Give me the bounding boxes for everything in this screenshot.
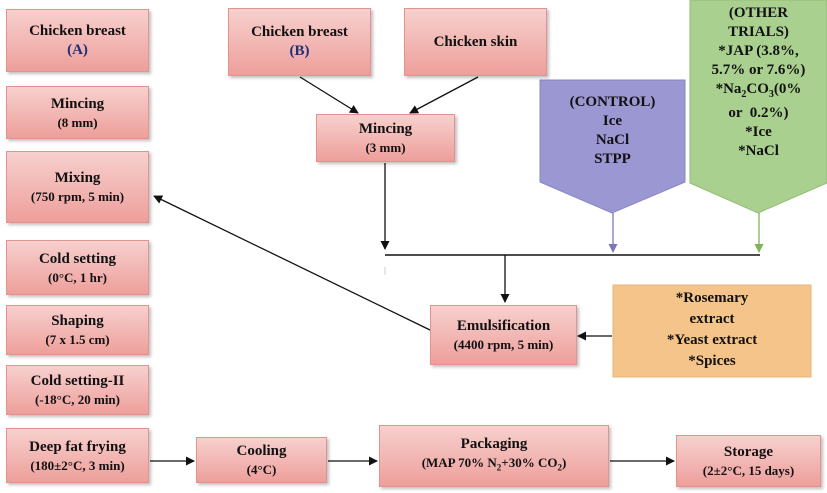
- arrow-skin-to-mincing: [409, 76, 479, 114]
- mixing-title: Mixing: [54, 170, 101, 186]
- cold-setting-2-detail: (-18°C, 20 min): [35, 392, 120, 407]
- cooling-title: Cooling: [236, 443, 287, 459]
- packaging-detail-post: ): [561, 455, 567, 471]
- storage-title: Storage: [723, 444, 774, 460]
- additives-box: [612, 284, 812, 378]
- na2co3-sub2: 3: [768, 89, 774, 100]
- na2co3-sub1: 2: [741, 89, 747, 100]
- control-title: (CONTROL): [569, 94, 656, 110]
- packaging-box: Packaging (MAP 70% N2+30% CO2): [379, 425, 609, 487]
- other-trials-nacl: *NaCl: [738, 143, 779, 159]
- other-trials-title-2: TRIALS): [728, 24, 789, 40]
- chicken-breast-b-box: Chicken breast (B): [228, 8, 371, 76]
- chicken-skin-box: Chicken skin: [404, 8, 547, 76]
- other-trials-jap-1: *JAP (3.8%,: [718, 43, 799, 59]
- chicken-breast-a-title: Chicken breast: [29, 22, 126, 39]
- cold-setting-box: Cold setting (0°C, 1 hr): [6, 240, 149, 295]
- storage-detail: (2±2°C, 15 days): [702, 463, 795, 478]
- chicken-breast-a-label: (A): [67, 41, 88, 58]
- arrow-breast-b-to-mincing: [299, 76, 359, 114]
- shaping-box: Shaping (7 x 1.5 cm): [6, 305, 149, 355]
- cold-setting-2-title: Cold setting-II: [30, 373, 125, 389]
- mincing-b-detail: (3 mm): [365, 140, 406, 155]
- mincing-a-box: Mincing (8 mm): [6, 86, 149, 139]
- emulsification-title: Emulsification: [456, 318, 551, 334]
- other-trials-arrow-shape: [689, 0, 827, 214]
- mincing-a-title: Mincing: [50, 95, 105, 112]
- emulsification-detail: (4400 rpm, 5 min): [453, 337, 554, 352]
- na2co3-mid: CO: [746, 81, 769, 97]
- additives-line-1: *Rosemary: [675, 290, 749, 306]
- chicken-breast-a-box: Chicken breast (A): [6, 9, 149, 72]
- mixing-detail: (750 rpm, 5 min): [30, 189, 125, 204]
- cold-setting-detail: (0°C, 1 hr): [48, 269, 107, 285]
- packaging-sub2: 2: [557, 462, 562, 473]
- storage-box: Storage (2±2°C, 15 days): [676, 435, 821, 487]
- shaping-title: Shaping: [51, 313, 104, 329]
- other-trials-title-1: (OTHER: [728, 5, 789, 21]
- emulsification-box: Emulsification (4400 rpm, 5 min): [430, 305, 577, 365]
- packaging-detail: (MAP 70% N2+30% CO2): [422, 454, 567, 477]
- mincing-b-title: Mincing: [358, 121, 413, 137]
- arrow-emulsification-to-mixing: [153, 195, 431, 331]
- control-item-stpp: STPP: [594, 151, 631, 167]
- cold-setting-2-box: Cold setting-II (-18°C, 20 min): [6, 365, 149, 415]
- other-trials-na2co3: *Na2CO3(0%: [690, 80, 827, 104]
- other-trials-na2co3-2: or 0.2%): [728, 105, 789, 121]
- control-text: (CONTROL) Ice NaCl STPP: [540, 93, 685, 169]
- shaping-detail: (7 x 1.5 cm): [45, 332, 110, 347]
- additives-line-2: extract: [689, 311, 735, 327]
- chicken-skin-title: Chicken skin: [433, 33, 518, 50]
- mincing-b-box: Mincing (3 mm): [316, 114, 455, 162]
- cold-setting-title: Cold setting: [38, 250, 117, 267]
- control-item-nacl: NaCl: [595, 132, 630, 148]
- chicken-breast-b-label: (B): [289, 43, 310, 59]
- packaging-sub1: 2: [496, 462, 502, 473]
- cooling-box: Cooling (4°C): [196, 437, 327, 483]
- other-trials-ice: *Ice: [745, 124, 772, 140]
- chicken-breast-b-title: Chicken breast: [251, 24, 348, 40]
- control-item-ice: Ice: [602, 113, 623, 129]
- mixing-box: Mixing (750 rpm, 5 min): [6, 151, 149, 223]
- control-arrow-shape: [539, 79, 686, 214]
- na2co3-pre: *Na: [715, 81, 742, 97]
- deep-fat-frying-detail: (180±2°C, 3 min): [30, 457, 125, 473]
- packaging-detail-mid: +30% CO: [501, 455, 558, 471]
- additives-line-3: *Yeast extract: [666, 332, 758, 348]
- packaging-title: Packaging: [460, 436, 528, 453]
- mincing-a-detail: (8 mm): [57, 114, 98, 130]
- other-trials-text: (OTHER TRIALS) *JAP (3.8%, 5.7% or 7.6%)…: [690, 4, 827, 161]
- additives-line-4: *Spices: [688, 353, 736, 369]
- packaging-detail-pre: (MAP 70% N: [421, 455, 497, 471]
- cooling-detail: (4°C): [246, 462, 277, 477]
- deep-fat-frying-title: Deep fat frying: [29, 438, 126, 455]
- na2co3-post: (0%: [773, 81, 802, 97]
- other-trials-jap-2: 5.7% or 7.6%): [711, 62, 806, 78]
- deep-fat-frying-box: Deep fat frying (180±2°C, 3 min): [6, 428, 149, 483]
- additives-text: *Rosemary extract *Yeast extract *Spices: [613, 288, 811, 372]
